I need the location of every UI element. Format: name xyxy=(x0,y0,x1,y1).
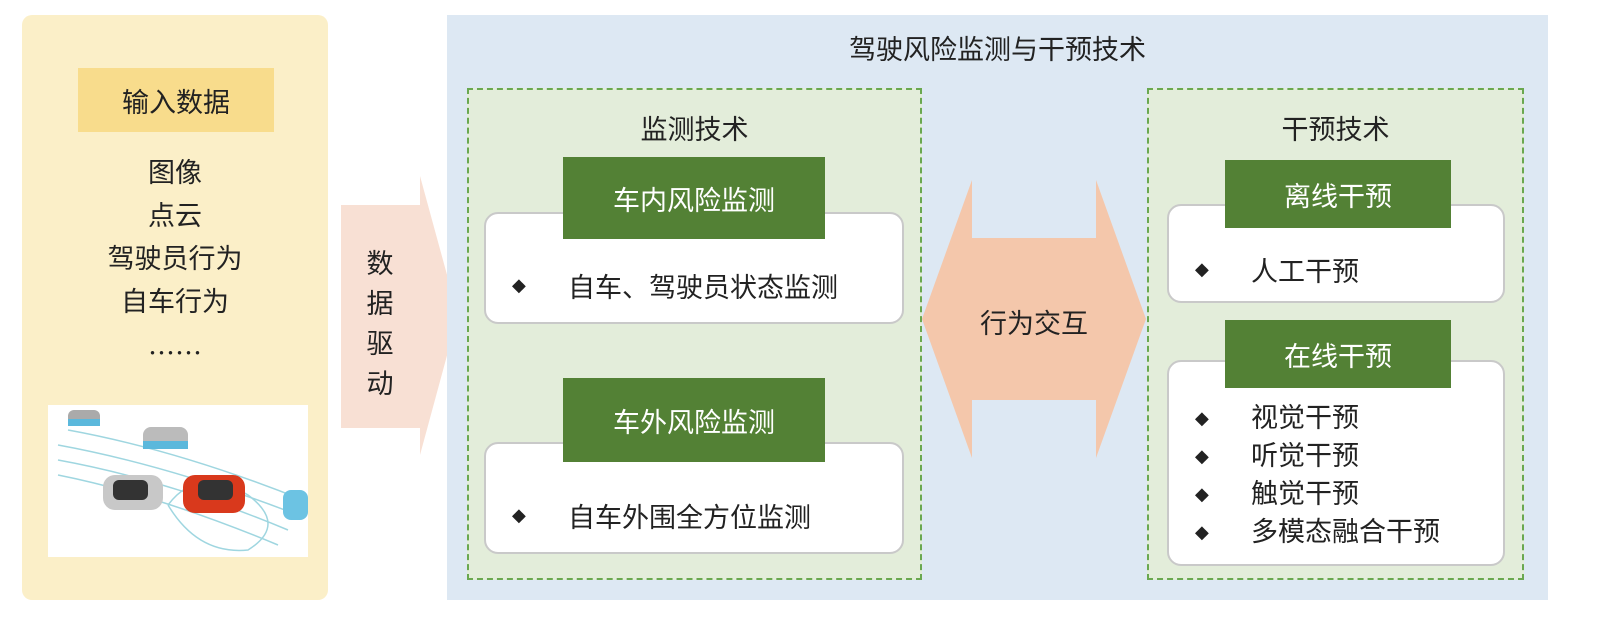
list-item: ◆ 人工干预 xyxy=(1195,250,1359,289)
input-item: 驾驶员行为 xyxy=(107,244,243,275)
main-title: 驾驶风险监测与干预技术 xyxy=(849,35,1146,66)
item-text: 自车外围全方位监测 xyxy=(568,503,811,534)
data-driven-label: 数 据 驱 动 xyxy=(350,245,410,405)
item-text: 多模态融合干预 xyxy=(1251,517,1440,548)
list-item: ◆ 自车、驾驶员状态监测 xyxy=(512,266,838,305)
online-card xyxy=(1167,360,1505,566)
diamond-bullet-icon: ◆ xyxy=(1195,522,1209,543)
list-item: ◆ 触觉干预 xyxy=(1195,476,1440,514)
char: 数 xyxy=(366,249,394,280)
diamond-bullet-icon: ◆ xyxy=(512,275,526,296)
char: 驱 xyxy=(366,329,394,360)
input-item: 点云 xyxy=(148,201,202,232)
item-text: 听觉干预 xyxy=(1251,441,1359,472)
intervention-title: 干预技术 xyxy=(1281,115,1390,146)
char: 据 xyxy=(366,289,394,320)
out-car-label: 车外风险监测 xyxy=(563,378,825,462)
monitoring-title: 监测技术 xyxy=(640,115,749,146)
item-text: 人工干预 xyxy=(1251,257,1359,288)
input-item: 图像 xyxy=(148,158,202,189)
diamond-bullet-icon: ◆ xyxy=(1195,484,1209,505)
list-item: ◆ 多模态融合干预 xyxy=(1195,514,1440,552)
list-item: ◆ 视觉干预 xyxy=(1195,400,1440,438)
diamond-bullet-icon: ◆ xyxy=(1195,259,1209,280)
diamond-bullet-icon: ◆ xyxy=(512,505,526,526)
offline-label: 离线干预 xyxy=(1225,160,1451,228)
input-item: 自车行为 xyxy=(121,287,229,318)
item-text: 触觉干预 xyxy=(1251,479,1359,510)
data-driven-arrow xyxy=(341,176,458,455)
car-icon xyxy=(68,410,308,520)
list-item: ◆ 自车外围全方位监测 xyxy=(512,496,811,535)
diamond-bullet-icon: ◆ xyxy=(1195,408,1209,429)
online-label: 在线干预 xyxy=(1225,320,1451,388)
interaction-double-arrow xyxy=(922,180,1146,458)
diamond-bullet-icon: ◆ xyxy=(1195,446,1209,467)
char: 动 xyxy=(366,369,394,400)
item-text: 自车、驾驶员状态监测 xyxy=(568,273,838,304)
input-data-title: 输入数据 xyxy=(78,68,274,132)
online-list: ◆ 视觉干预 ◆ 听觉干预 ◆ 触觉干预 ◆ 多模态融合干预 xyxy=(1195,400,1440,552)
interaction-label: 行为交互 xyxy=(980,309,1088,340)
autonomous-cars-image xyxy=(48,405,308,557)
in-car-label: 车内风险监测 xyxy=(563,157,825,239)
item-text: 视觉干预 xyxy=(1251,403,1359,434)
list-item: ◆ 听觉干预 xyxy=(1195,438,1440,476)
input-item: …… xyxy=(148,330,202,361)
input-data-list: 图像 点云 驾驶员行为 自车行为 …… xyxy=(22,152,328,367)
